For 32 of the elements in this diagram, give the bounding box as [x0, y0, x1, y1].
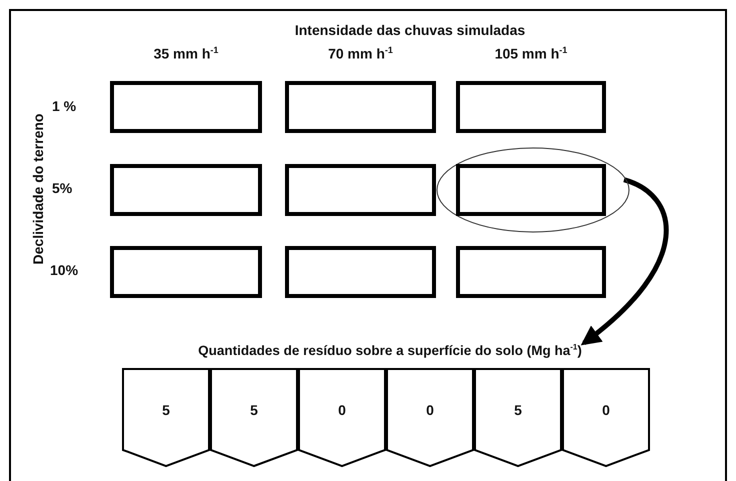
column-label: 70 mm h$^{-1}$: [327, 45, 394, 62]
row-label: 5%: [52, 180, 72, 196]
residue-amount: 0: [602, 402, 610, 420]
pentagon-tab: [474, 368, 562, 467]
row-label: 1 %: [52, 98, 76, 114]
axis-label: Declividade do terreno: [30, 112, 46, 266]
column-label: 35 mm h$^{-1}$: [152, 45, 220, 62]
curved-arrow: [580, 177, 668, 346]
residue-amount: 5: [162, 402, 170, 420]
row-label: 10%: [50, 262, 78, 278]
plot-box: [110, 246, 262, 298]
plot-box: [456, 164, 606, 216]
residue-amount: 5: [514, 402, 522, 420]
pentagon-tab: [386, 368, 474, 467]
plot-box: [110, 81, 262, 133]
residue-amount: 5: [250, 402, 258, 420]
pentagon-tab: [122, 368, 210, 467]
pentagon-tab: [298, 368, 386, 467]
pentagon-tab: [562, 368, 650, 467]
plot-box: [110, 164, 262, 216]
plot-box: [285, 81, 436, 133]
plot-box: [456, 81, 606, 133]
column-label: 105 mm h$^{-1}$: [494, 45, 568, 62]
pentagon-tab: [210, 368, 298, 467]
residue-amount: 0: [338, 402, 346, 420]
chart-title: Intensidade das chuvas simuladas: [294, 22, 526, 38]
plot-box: [285, 246, 436, 298]
residue-amount: 0: [426, 402, 434, 420]
highlight-ellipse: [436, 147, 630, 233]
plot-box: [285, 164, 436, 216]
plot-box: [456, 246, 606, 298]
section-heading: Quantidades de resíduo sobre a superfície do solo (Mg ha$^{-1}$): [190, 342, 590, 358]
